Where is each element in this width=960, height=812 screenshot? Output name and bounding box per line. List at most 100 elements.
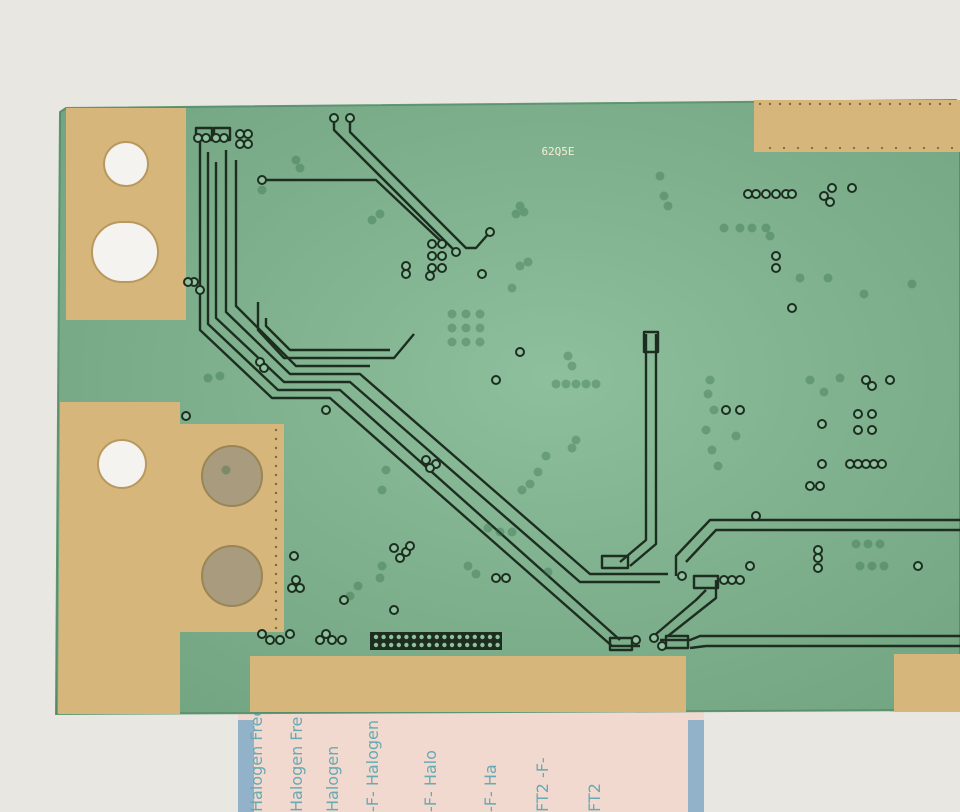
header-pin (487, 634, 493, 640)
mask-dot (591, 379, 601, 389)
via (787, 303, 797, 313)
header-pin (427, 634, 432, 640)
via (401, 269, 411, 279)
via (867, 409, 877, 419)
mask-dot (663, 201, 673, 211)
via (727, 575, 737, 585)
mask-dot (703, 389, 713, 399)
trace (198, 134, 640, 648)
trace (224, 150, 668, 576)
cable-print-text: Halogen (323, 746, 342, 812)
via-holes (181, 113, 923, 651)
via (867, 425, 877, 435)
mask-dot (805, 375, 815, 385)
mask-dot (483, 523, 493, 533)
via (845, 459, 855, 469)
header-pin (381, 642, 386, 648)
edge-dot (810, 146, 814, 150)
mask-dot (475, 337, 485, 347)
edge-dot (274, 455, 278, 459)
edge-dot (274, 545, 278, 549)
mounting-hole-dark (201, 445, 263, 507)
header-pin (411, 634, 417, 640)
pin-header-connector (370, 632, 502, 650)
cable-print-text: -F- Halogen (363, 720, 382, 812)
mask-dot (515, 201, 525, 211)
via (427, 239, 437, 249)
edge-dot (768, 146, 772, 150)
via (677, 571, 687, 581)
via (819, 191, 829, 201)
via (485, 227, 495, 237)
mask-dot (761, 223, 771, 233)
header-pin (487, 642, 493, 648)
via (787, 189, 797, 199)
header-pin (404, 634, 409, 640)
mask-dot (533, 467, 543, 477)
mask-dot (819, 387, 829, 397)
via (815, 481, 825, 491)
mask-dot (551, 379, 561, 389)
via (219, 133, 229, 143)
via (211, 133, 221, 143)
edge-dot (274, 563, 278, 567)
mask-dot (461, 323, 471, 333)
via (761, 189, 771, 199)
header-pin (381, 634, 386, 640)
via (327, 635, 337, 645)
mask-dot (863, 539, 873, 549)
via (345, 113, 355, 123)
mask-dot (875, 539, 885, 549)
edge-dot (878, 102, 882, 106)
cable-edge-tab-right (688, 720, 704, 812)
edge-dot (922, 146, 926, 150)
edge-dot (274, 536, 278, 540)
cable-print-text: -F- Halo (421, 750, 440, 812)
header-pin (457, 642, 462, 648)
via (235, 129, 245, 139)
header-body (370, 632, 502, 650)
header-pin (449, 634, 455, 640)
via (321, 629, 331, 639)
via (743, 189, 753, 199)
edge-dot (948, 102, 952, 106)
trace (655, 589, 707, 635)
via (243, 129, 253, 139)
header-pin (465, 634, 470, 640)
smd-pad (608, 636, 634, 652)
via (451, 247, 461, 257)
header-pin (480, 634, 485, 640)
mask-dot (735, 223, 745, 233)
mask-dot (461, 309, 471, 319)
edge-dot (888, 102, 892, 106)
via (813, 553, 823, 563)
edge-vias (274, 102, 954, 630)
edge-dot (866, 146, 870, 150)
via (751, 511, 761, 521)
edge-dot (274, 491, 278, 495)
via (257, 629, 267, 639)
via (193, 133, 203, 143)
mask-dot (515, 261, 525, 271)
via (771, 251, 781, 261)
via (853, 459, 863, 469)
via (719, 575, 729, 585)
via (425, 271, 435, 281)
edge-dot (274, 518, 278, 522)
mounting-hole (103, 141, 149, 187)
via (437, 239, 447, 249)
mask-dot (463, 561, 473, 571)
trace (264, 318, 390, 352)
edge-dot (938, 102, 942, 106)
via (477, 269, 487, 279)
edge-dot (848, 102, 852, 106)
mask-dot (291, 155, 301, 165)
edge-dot (798, 102, 802, 106)
mask-dot (447, 309, 457, 319)
via (817, 459, 827, 469)
via (817, 419, 827, 429)
gold-pad-top-right (754, 100, 960, 152)
cable-edge-tab-left (238, 720, 254, 812)
header-pin (434, 634, 439, 640)
